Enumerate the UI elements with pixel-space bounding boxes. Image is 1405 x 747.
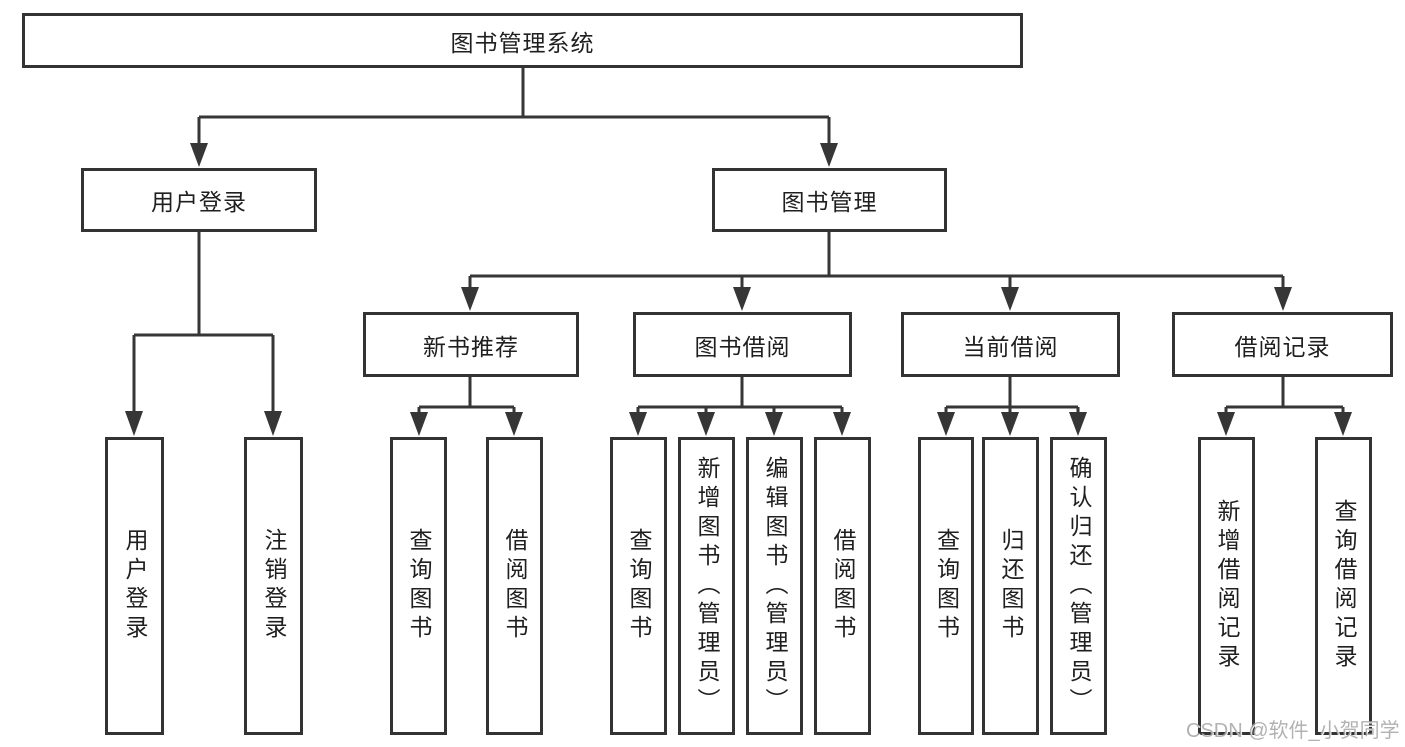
node-book-management-label: 图书管理 (781, 189, 878, 215)
node-borrow-records-label: 借阅记录 (1234, 333, 1331, 360)
arrowhead-down-icon (1217, 412, 1235, 436)
leaf-records-add-record: 新增借阅记录 (1198, 437, 1255, 735)
leaf-recommend-query-books: 查询图书 (390, 437, 447, 735)
leaf-current-return-books: 归还图书 (982, 437, 1039, 735)
connector-new-book-recommend-to-leaves (410, 377, 523, 436)
arrowhead-down-icon (264, 411, 282, 436)
leaf-user-login-label: 用户登录 (122, 528, 148, 644)
leaf-recommend-borrow-books: 借阅图书 (486, 437, 543, 735)
connector-line (636, 377, 844, 413)
arrowhead-down-icon (1334, 412, 1352, 436)
leaf-logout: 注销登录 (244, 437, 303, 735)
arrowhead-down-icon (629, 412, 647, 436)
leaf-current-query-books-label: 查询图书 (933, 528, 960, 644)
leaf-current-confirm-return-admin-label: 确认归还（管理员） (1066, 455, 1092, 717)
connector-borrow-records-to-leaves (1217, 377, 1352, 436)
connector-book-borrow-to-leaves (629, 377, 851, 436)
node-book-management: 图书管理 (712, 168, 947, 232)
leaf-borrow-borrow-books-label: 借阅图书 (830, 528, 856, 644)
arrowhead-down-icon (697, 412, 715, 436)
leaf-current-confirm-return-admin: 确认归还（管理员） (1050, 437, 1107, 735)
leaf-records-add-record-label: 新增借阅记录 (1214, 499, 1240, 673)
arrowhead-down-icon (1274, 287, 1292, 311)
arrowhead-down-icon (505, 412, 523, 436)
node-borrow-records: 借阅记录 (1172, 312, 1393, 377)
connector-line (132, 232, 275, 412)
leaf-borrow-query-books-label: 查询图书 (626, 528, 652, 644)
leaf-recommend-borrow-books-label: 借阅图书 (502, 528, 528, 644)
connector-root-to-branches (190, 68, 838, 167)
leaf-borrow-add-books-admin-label: 新增图书（管理员） (694, 455, 720, 717)
connector-current-borrow-to-leaves (937, 377, 1087, 436)
arrowhead-down-icon (461, 287, 479, 311)
arrowhead-down-icon (1069, 412, 1087, 436)
connector-line (468, 232, 1285, 288)
arrowhead-down-icon (1001, 412, 1019, 436)
arrowhead-down-icon (1001, 287, 1019, 311)
connector-line (1224, 377, 1345, 413)
leaf-recommend-query-books-label: 查询图书 (406, 528, 432, 644)
connector-line (417, 377, 516, 413)
arrowhead-down-icon (820, 143, 838, 167)
arrowhead-down-icon (125, 411, 143, 436)
leaf-records-query-record: 查询借阅记录 (1315, 437, 1372, 735)
connector-line (197, 68, 831, 144)
leaf-logout-label: 注销登录 (261, 528, 287, 644)
arrowhead-down-icon (410, 412, 428, 436)
node-user-login-label: 用户登录 (151, 189, 247, 215)
csdn-watermark: CSDN @软件_小贺同学 (1186, 720, 1400, 742)
node-book-borrow-label: 图书借阅 (694, 333, 791, 360)
node-user-login: 用户登录 (81, 168, 317, 232)
node-current-borrow-label: 当前借阅 (962, 333, 1059, 360)
arrowhead-down-icon (765, 412, 783, 436)
leaf-borrow-add-books-admin: 新增图书（管理员） (678, 437, 735, 735)
arrowhead-down-icon (733, 287, 751, 311)
node-root-label: 图书管理系统 (450, 29, 595, 56)
leaf-current-query-books: 查询图书 (918, 437, 974, 735)
arrowhead-down-icon (190, 143, 208, 167)
leaf-borrow-query-books: 查询图书 (610, 437, 667, 735)
leaf-current-return-books-label: 归还图书 (998, 528, 1024, 644)
arrowhead-down-icon (937, 412, 955, 436)
node-current-borrow: 当前借阅 (901, 312, 1120, 377)
node-new-book-recommend: 新书推荐 (363, 312, 579, 377)
node-new-book-recommend-label: 新书推荐 (423, 333, 519, 360)
connector-book-management-to-sections (461, 232, 1292, 311)
arrowhead-down-icon (833, 412, 851, 436)
connector-line (944, 377, 1080, 413)
connector-user-login-to-leaves (125, 232, 282, 436)
leaf-borrow-borrow-books: 借阅图书 (814, 437, 871, 735)
leaf-borrow-edit-books-admin: 编辑图书（管理员） (746, 437, 803, 735)
leaf-borrow-edit-books-admin-label: 编辑图书（管理员） (762, 455, 788, 717)
node-book-borrow: 图书借阅 (633, 312, 852, 377)
leaf-user-login: 用户登录 (105, 437, 164, 735)
leaf-records-query-record-label: 查询借阅记录 (1331, 499, 1357, 673)
node-root: 图书管理系统 (22, 13, 1023, 68)
